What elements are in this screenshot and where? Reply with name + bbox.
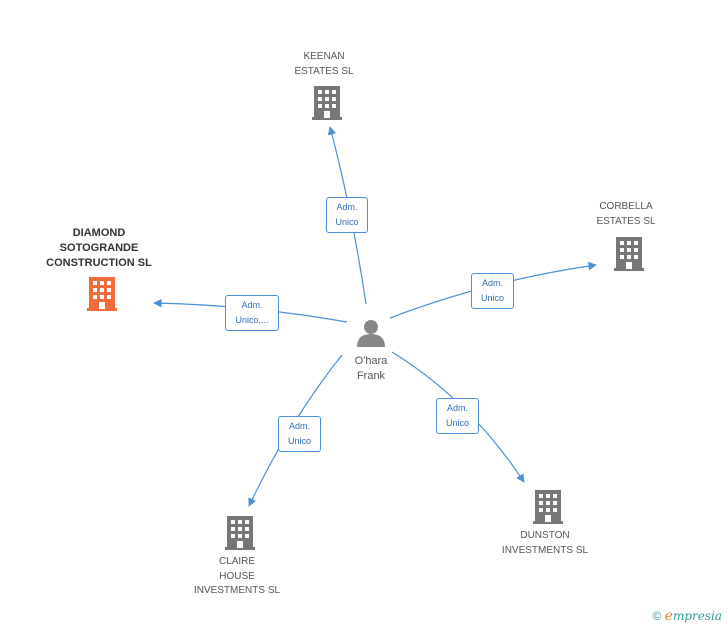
edge-label-line: Unico (287, 436, 311, 446)
edge-label-line: Adm. (336, 202, 358, 212)
edge-label-line: Adm. (446, 403, 468, 413)
edge-label-line: Unico,... (235, 315, 269, 325)
copyright-icon: © (652, 609, 662, 623)
brand-name: mpresia (672, 609, 722, 623)
person-icon[interactable] (357, 320, 385, 347)
node-label-line: ESTATES SL (294, 65, 354, 77)
node-label-line: HOUSE (219, 570, 255, 582)
edge-label-claire[interactable]: Adm. Unico (278, 416, 321, 452)
edge-label-corbella[interactable]: Adm. Unico (471, 273, 514, 309)
node-label-line: CLAIRE (218, 556, 256, 567)
building-icon-dunston[interactable] (533, 490, 563, 524)
edge-label-keenan[interactable]: Adm. Unico (326, 197, 368, 233)
node-label-line: SOTOGRANDE (59, 242, 139, 254)
building-icon-diamond[interactable] (87, 277, 117, 311)
edge-label-line: Adm. (241, 300, 263, 310)
edge-label-line: Adm. (288, 421, 310, 431)
building-icon-corbella[interactable] (614, 237, 644, 271)
node-label-claire[interactable]: CLAIRE HOUSE INVESTMENTS SL (182, 555, 292, 599)
edge-label-line: Adm. (481, 278, 503, 288)
edge-label-line: Unico (335, 217, 359, 227)
node-label-line: Frank (356, 369, 386, 382)
node-label-dunston[interactable]: DUNSTON INVESTMENTS SL (490, 529, 600, 558)
empresia-logo[interactable]: © empresia (652, 608, 722, 624)
node-label-line: CORBELLA (599, 201, 653, 212)
edge-label-line: Unico (445, 418, 469, 428)
brand-e: e (664, 608, 673, 624)
node-label-line: KEENAN (303, 51, 345, 62)
node-label-line: DIAMOND (72, 227, 126, 239)
edge-label-diamond[interactable]: Adm. Unico,... (225, 295, 279, 331)
edge-label-dunston[interactable]: Adm. Unico (436, 398, 479, 434)
node-label-line: DUNSTON (520, 530, 570, 541)
node-label-center[interactable]: O'hara Frank (331, 354, 411, 383)
node-label-corbella[interactable]: CORBELLA ESTATES SL (576, 200, 676, 229)
node-label-line: INVESTMENTS SL (501, 544, 589, 556)
node-label-line: INVESTMENTS SL (193, 585, 281, 596)
edge-label-line: Unico (480, 293, 504, 303)
node-label-keenan[interactable]: KEENAN ESTATES SL (274, 50, 374, 79)
node-label-line: ESTATES SL (596, 215, 656, 227)
node-label-diamond[interactable]: DIAMOND SOTOGRANDE CONSTRUCTION SL (34, 226, 164, 271)
node-label-line: O'hara (354, 355, 388, 367)
building-icon-claire[interactable] (225, 516, 255, 550)
node-label-line: CONSTRUCTION SL (46, 257, 152, 269)
building-icon-keenan[interactable] (312, 86, 342, 120)
